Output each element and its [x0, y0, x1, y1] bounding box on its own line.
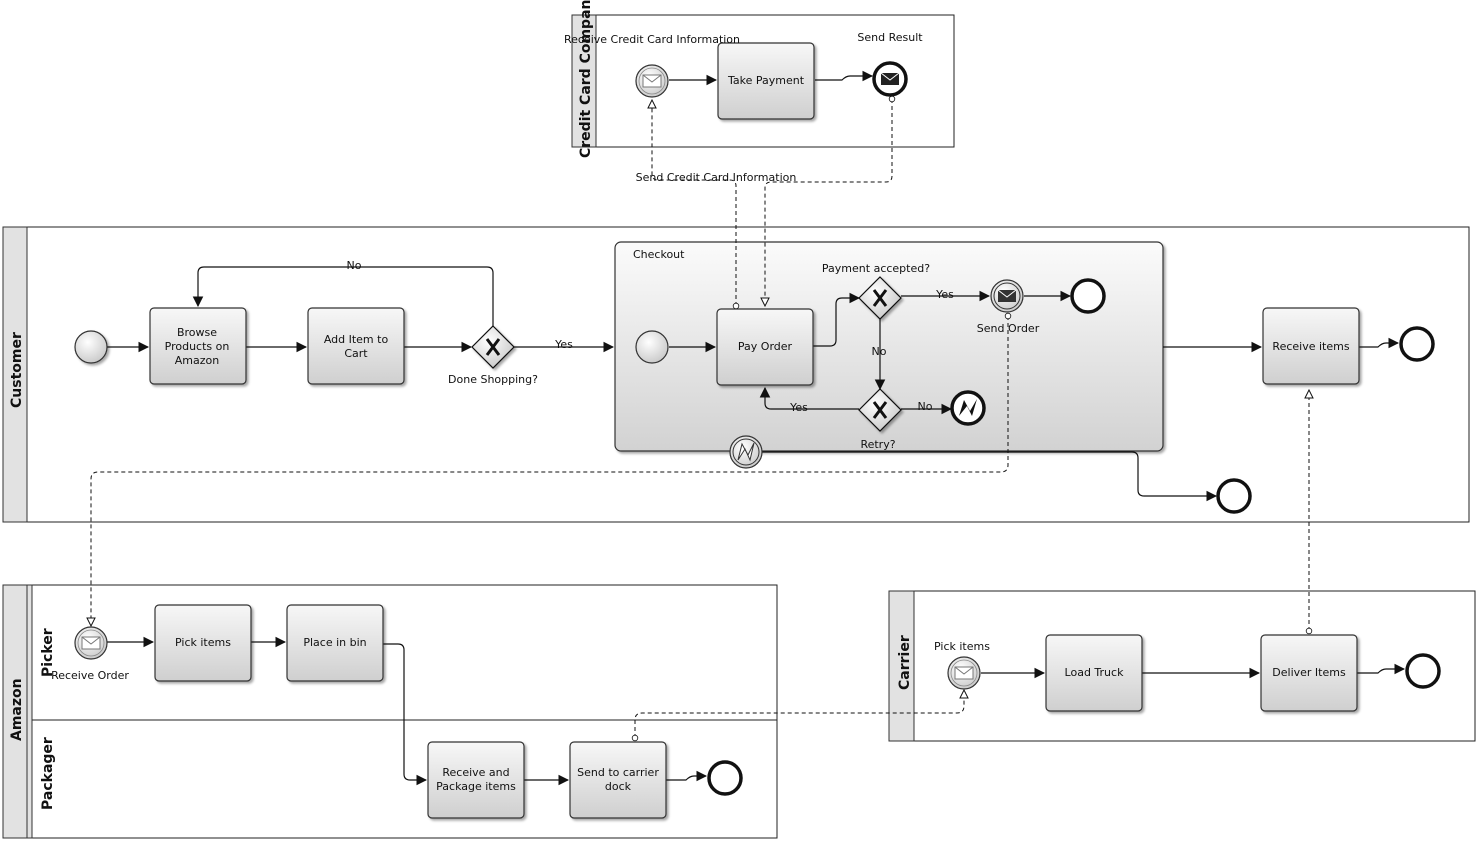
- task-send-carrier-label-1: Send to carrier: [577, 766, 659, 779]
- envelope-icon: [81, 636, 101, 650]
- event-receive-order[interactable]: [74, 626, 108, 660]
- task-take-payment-label: Take Payment: [727, 74, 805, 87]
- event-packager-end[interactable]: [707, 760, 743, 796]
- envelope-icon: [642, 74, 662, 88]
- task-take-payment[interactable]: Take Payment: [717, 42, 815, 120]
- event-receive-credit-card-info[interactable]: [635, 64, 669, 98]
- label-send-credit-card-info: Send Credit Card Information: [636, 171, 797, 184]
- task-pay-order[interactable]: Pay Order: [716, 308, 814, 386]
- error-bolt-icon: [737, 442, 755, 462]
- task-place-in-bin[interactable]: Place in bin: [286, 604, 384, 682]
- label-flow-yes: Yes: [554, 338, 573, 351]
- lane-label-packager: Packager: [40, 737, 56, 810]
- label-receive-credit-card-info: Receive Credit Card Information: [564, 33, 740, 46]
- exclusive-x-icon: [485, 338, 501, 356]
- exclusive-x-icon: [872, 401, 888, 419]
- event-customer-start[interactable]: [74, 330, 108, 364]
- event-customer-end[interactable]: [1399, 326, 1435, 362]
- envelope-filled-icon: [880, 72, 900, 85]
- lane-label-picker: Picker: [40, 628, 56, 677]
- event-checkout-start[interactable]: [635, 330, 669, 364]
- label-payment-no: No: [872, 345, 887, 358]
- task-browse-products[interactable]: Browse Products on Amazon: [149, 307, 247, 385]
- pool-label-customer: Customer: [9, 332, 25, 408]
- task-browse-label-3: Amazon: [175, 354, 219, 367]
- gateway-retry[interactable]: [858, 388, 902, 432]
- event-customer-error-end[interactable]: [1216, 478, 1252, 514]
- subprocess-checkout-label: Checkout: [633, 248, 685, 261]
- label-send-order: Send Order: [977, 322, 1040, 335]
- task-browse-label-2: Products on: [165, 340, 230, 353]
- event-checkout-end[interactable]: [1070, 278, 1106, 314]
- label-retry-yes: Yes: [789, 401, 808, 414]
- label-flow-no: No: [347, 259, 362, 272]
- task-receive-items-label: Receive items: [1272, 340, 1349, 353]
- task-pick-items[interactable]: Pick items: [154, 604, 252, 682]
- event-carrier-pick-items[interactable]: [947, 656, 981, 690]
- task-send-to-carrier-dock[interactable]: Send to carrier dock: [569, 741, 667, 819]
- label-carrier-pick-items: Pick items: [934, 640, 990, 653]
- task-load-truck[interactable]: Load Truck: [1045, 634, 1143, 712]
- task-place-in-bin-label: Place in bin: [303, 636, 366, 649]
- task-receive-and-package[interactable]: Receive and Package items: [427, 741, 525, 819]
- label-payment-yes: Yes: [935, 288, 954, 301]
- task-add-item-to-cart[interactable]: Add Item to Cart: [307, 307, 405, 385]
- pool-label-amazon: Amazon: [9, 678, 25, 741]
- label-receive-order: Receive Order: [51, 669, 129, 682]
- label-payment-accepted: Payment accepted?: [822, 262, 930, 275]
- label-retry: Retry?: [860, 438, 895, 451]
- task-receive-package-label-2: Package items: [436, 780, 516, 793]
- task-deliver-items[interactable]: Deliver Items: [1260, 634, 1358, 712]
- error-bolt-icon: [959, 399, 977, 416]
- event-boundary-error[interactable]: [729, 435, 763, 469]
- pool-label-carrier: Carrier: [897, 635, 913, 690]
- label-done-shopping: Done Shopping?: [448, 373, 538, 386]
- task-add-label-2: Cart: [344, 347, 368, 360]
- task-browse-label-1: Browse: [177, 326, 217, 339]
- task-pay-order-label: Pay Order: [738, 340, 793, 353]
- envelope-icon: [954, 666, 974, 680]
- event-error-end[interactable]: [950, 390, 986, 426]
- event-carrier-end[interactable]: [1405, 653, 1441, 689]
- exclusive-x-icon: [872, 289, 888, 307]
- gateway-payment-accepted[interactable]: [858, 276, 902, 320]
- task-receive-package-label-1: Receive and: [442, 766, 509, 779]
- event-send-result[interactable]: [872, 61, 908, 97]
- task-receive-items[interactable]: Receive items: [1262, 307, 1360, 385]
- task-pick-items-label: Pick items: [175, 636, 231, 649]
- pool-label-credit-card: Credit Card Company: [578, 0, 594, 158]
- event-send-order[interactable]: [990, 279, 1024, 313]
- label-send-result: Send Result: [857, 31, 923, 44]
- envelope-filled-icon: [997, 289, 1017, 302]
- label-retry-no: No: [918, 400, 933, 413]
- gateway-done-shopping[interactable]: [471, 325, 515, 369]
- task-deliver-items-label: Deliver Items: [1272, 666, 1346, 679]
- task-load-truck-label: Load Truck: [1065, 666, 1125, 679]
- task-send-carrier-label-2: dock: [605, 780, 632, 793]
- task-add-label-1: Add Item to: [324, 333, 389, 346]
